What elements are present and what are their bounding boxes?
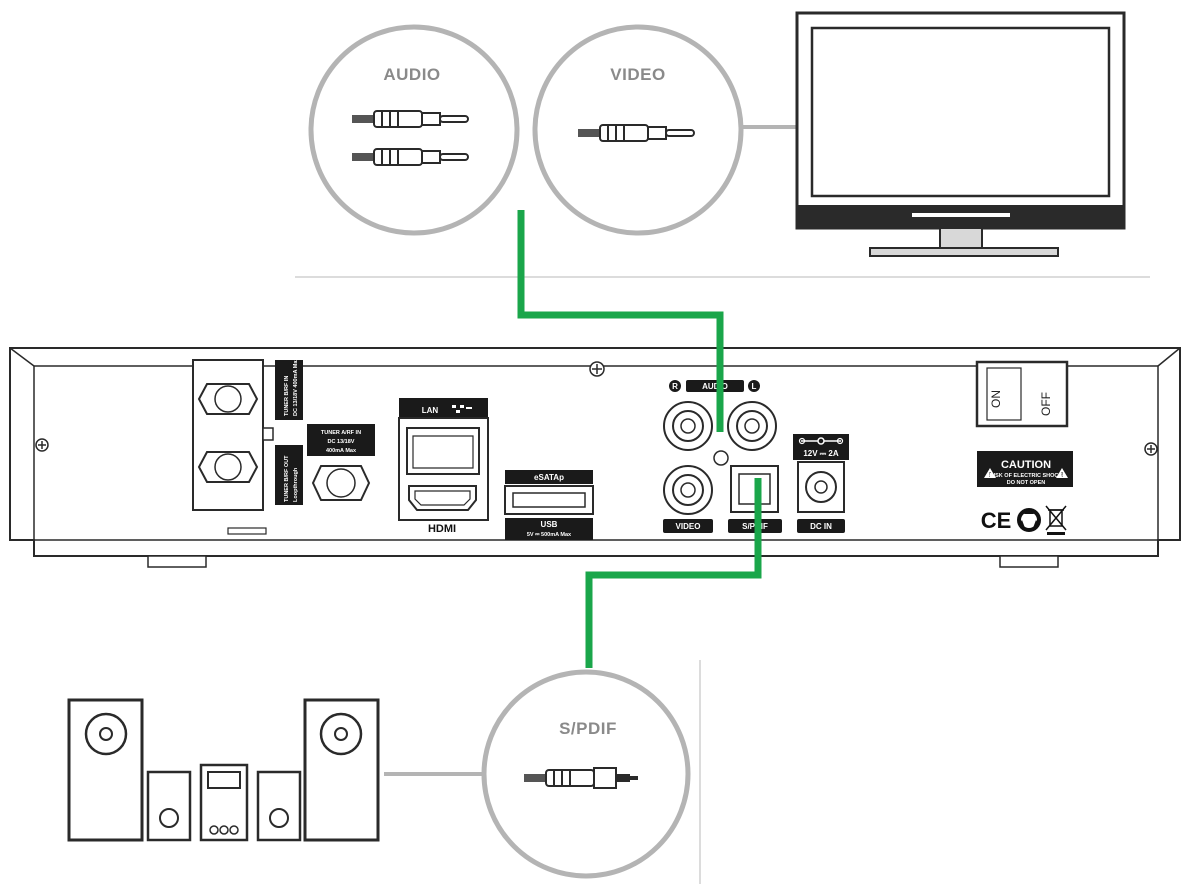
hdmi-label: HDMI xyxy=(428,523,456,535)
switch-off-label: OFF xyxy=(1039,392,1053,416)
spdif-cable xyxy=(585,478,762,668)
lan-label: LAN xyxy=(422,406,439,415)
tuner-b-out-label: TUNER B/RF OUT xyxy=(284,455,290,502)
screw-icon xyxy=(35,438,49,452)
hdmi-port: HDMI xyxy=(408,485,477,535)
audio-r-badge: R xyxy=(669,380,681,392)
panel-slot xyxy=(227,527,267,535)
usb-sub: 5V ⎓ 500mA Max xyxy=(527,532,572,538)
dc-in-port: 12V ⎓ 2A DC IN xyxy=(793,434,849,533)
speaker-icon xyxy=(146,770,192,842)
video-bubble: VIDEO xyxy=(532,24,744,236)
television-icon xyxy=(795,11,1126,257)
audio-l-label: L xyxy=(752,382,757,391)
switch-on-label: ON xyxy=(989,390,1003,408)
usb-label: USB xyxy=(541,520,558,529)
power-switch: ON OFF xyxy=(975,360,1069,428)
caution-label: ! ! CAUTION RISK OF ELECTRIC SHOCK DO NO… xyxy=(977,451,1073,487)
audio-l-badge: L xyxy=(748,380,760,392)
video-bubble-title: VIDEO xyxy=(610,65,665,84)
caution-text: CAUTION xyxy=(1001,459,1051,471)
recycle-icon xyxy=(1017,508,1041,532)
screw-icon xyxy=(1144,442,1158,456)
spdif-bubble-title: S/PDIF xyxy=(559,719,617,738)
amplifier-icon xyxy=(199,763,249,842)
esata-usb-port: eSATAp USB 5V ⎓ 500mA Max xyxy=(504,470,594,540)
caution-sub2: DO NOT OPEN xyxy=(1007,480,1046,486)
screw-icon xyxy=(589,361,605,377)
audio-r-label: R xyxy=(672,382,678,391)
optical-cable-icon xyxy=(524,767,638,789)
audio-bubble-title: AUDIO xyxy=(383,65,440,84)
f-connector-icon xyxy=(197,451,259,483)
rca-jack-icon xyxy=(663,401,713,451)
speaker-icon xyxy=(256,770,302,842)
svg-text:!: ! xyxy=(989,472,991,479)
dc-in-label: DC IN xyxy=(810,522,832,531)
tuner-a-sub1: DC 13/18V xyxy=(328,439,355,445)
rca-cable-icon xyxy=(352,110,469,128)
dc-polarity-icon xyxy=(798,437,844,445)
receiver-back-panel: TUNER B/RF IN DC 13/18V 400mA Max TUNER … xyxy=(9,347,1181,568)
caution-sub1: RISK OF ELECTRIC SHOCK xyxy=(990,473,1063,479)
stereo-system-icon xyxy=(67,698,380,842)
weee-bin-icon xyxy=(1045,505,1067,535)
tuner-a-sub2: 400mA Max xyxy=(326,448,357,454)
esata-label: eSATAp xyxy=(534,473,564,482)
rca-cable-icon xyxy=(352,148,469,166)
ce-mark: CE xyxy=(981,508,1012,533)
video-port-label: VIDEO xyxy=(676,522,701,531)
audio-rca-ports: R AUDIO L xyxy=(663,380,777,466)
network-icon xyxy=(452,405,472,413)
tuner-b-in-label: TUNER B/RF IN xyxy=(284,376,290,416)
spdif-bubble: S/PDIF xyxy=(481,669,691,879)
speaker-icon xyxy=(67,698,144,842)
speaker-icon xyxy=(303,698,380,842)
audio-bubble: AUDIO xyxy=(308,24,520,236)
rca-jack-icon xyxy=(727,401,777,451)
tuner-b-block: TUNER B/RF IN DC 13/18V 400mA Max TUNER … xyxy=(192,357,303,511)
tuner-a-block: TUNER A/RF IN DC 13/18V 400mA Max xyxy=(307,424,375,501)
rca-cable-icon xyxy=(578,124,695,142)
f-connector-icon xyxy=(311,465,371,501)
dc-rating-label: 12V ⎓ 2A xyxy=(803,449,839,458)
svg-text:!: ! xyxy=(1061,472,1063,479)
tuner-a-label: TUNER A/RF IN xyxy=(321,430,361,436)
tuner-b-out-sub: Loopthrough xyxy=(293,467,299,502)
f-connector-icon xyxy=(197,383,259,415)
audio-video-cable xyxy=(517,210,724,432)
audio-port-label: AUDIO xyxy=(702,382,728,391)
video-rca-port: VIDEO xyxy=(663,465,713,533)
tuner-b-in-sub: DC 13/18V 400mA Max xyxy=(293,357,299,416)
rca-jack-icon xyxy=(663,465,713,515)
